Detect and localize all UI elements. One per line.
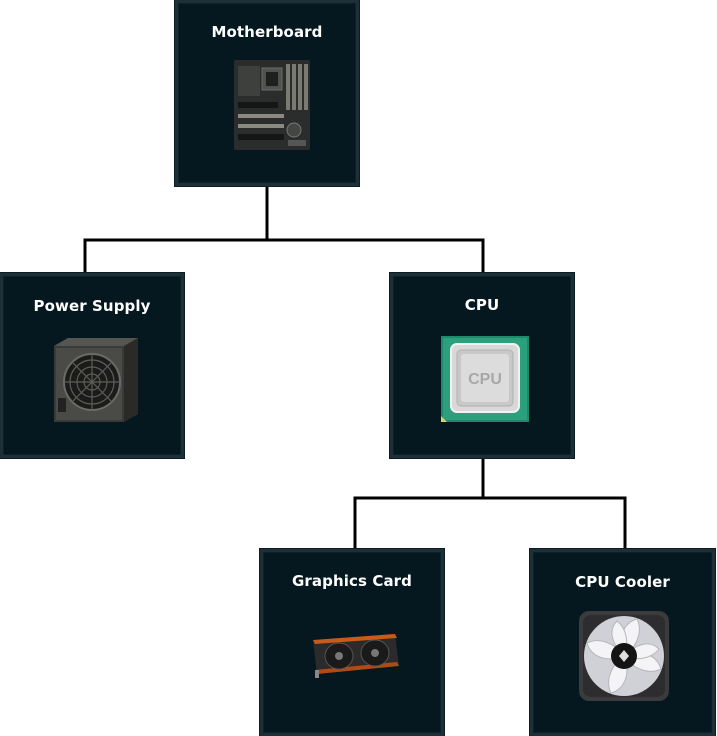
cooling-fan-icon [579, 611, 669, 701]
node-power-supply[interactable]: Power Supply [0, 272, 185, 459]
power-supply-icon [54, 338, 138, 422]
connector-motherboard-children [83, 184, 485, 276]
node-cpu[interactable]: CPU CPU [389, 272, 575, 459]
connector-cpu-children [353, 456, 627, 553]
cpu-chip-icon: CPU [441, 336, 529, 422]
node-title: CPU [464, 296, 500, 314]
cpu-chip-label: CPU [468, 371, 502, 388]
motherboard-icon [234, 60, 310, 150]
node-title: CPU Cooler [575, 573, 670, 591]
node-title: Power Supply [33, 297, 151, 315]
node-title: Graphics Card [292, 572, 412, 590]
node-motherboard[interactable]: Motherboard [174, 0, 360, 187]
node-title: Motherboard [211, 23, 323, 41]
node-cpu-cooler[interactable]: CPU Cooler [529, 548, 716, 736]
graphics-card-icon [313, 634, 399, 678]
node-graphics-card[interactable]: Graphics Card [259, 548, 445, 736]
